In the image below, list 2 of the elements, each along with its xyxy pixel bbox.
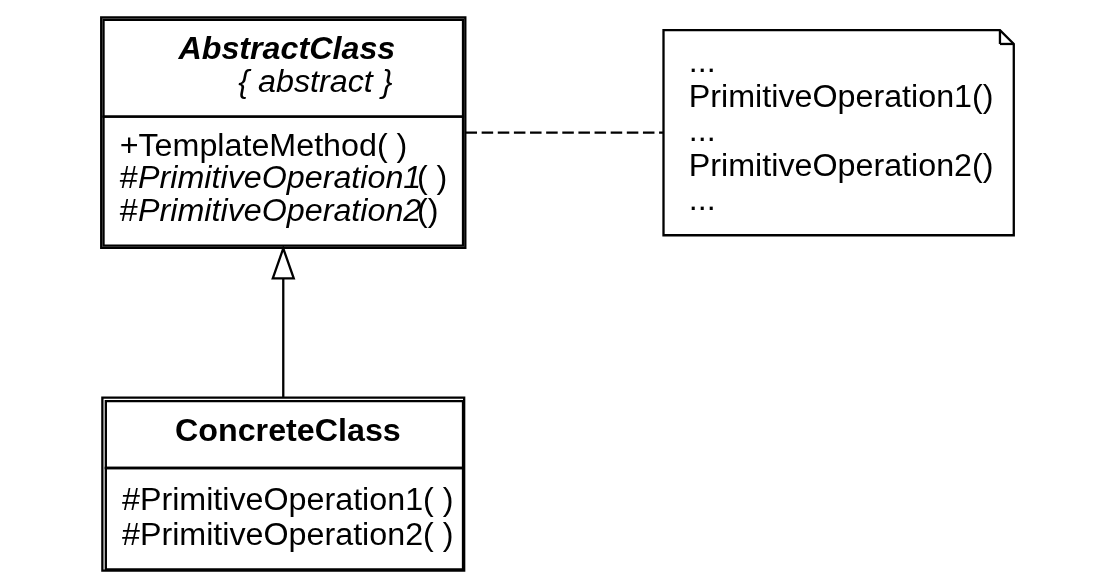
arrow (270, 244, 295, 397)
connector (465, 131, 663, 134)
